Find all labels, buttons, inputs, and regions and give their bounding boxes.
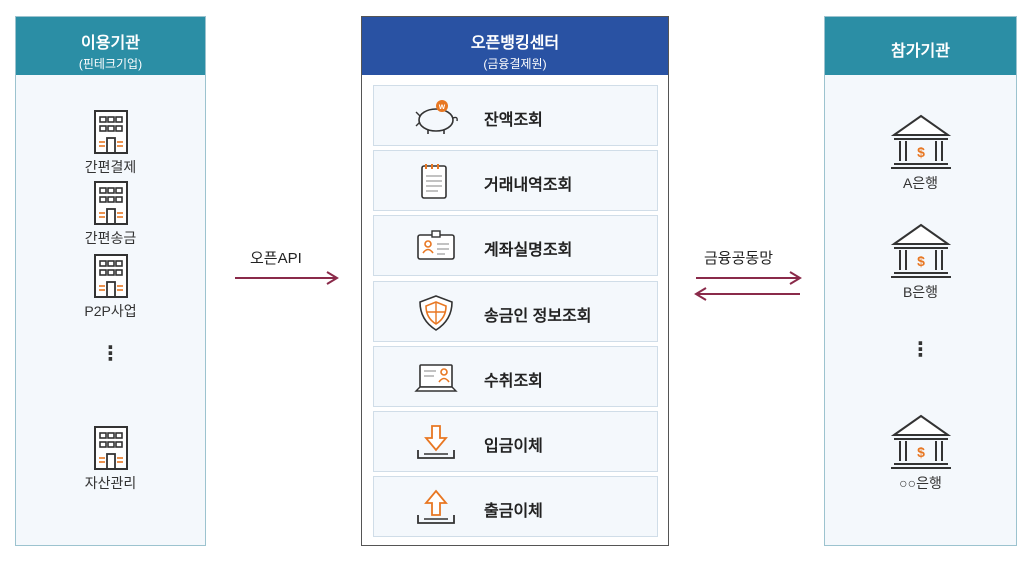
user-institutions-header: 이용기관 (핀테크기업) <box>16 17 205 75</box>
bank-item-b: $ B은행 <box>825 222 1016 302</box>
svg-text:$: $ <box>917 253 925 269</box>
bank-icon: $ <box>825 222 1016 280</box>
service-account-name-inquiry: 계좌실명조회 <box>373 215 658 276</box>
bank-item-a: $ A은행 <box>825 113 1016 193</box>
open-banking-center-panel: 오픈뱅킹센터 (금융결제원) w 잔액조회 거래내역조회 <box>361 16 669 546</box>
service-label: 송금인 정보조회 <box>484 308 592 325</box>
institution-label: 간편결제 <box>84 159 137 175</box>
user-institutions-panel: 이용기관 (핀테크기업) 간편결제 <box>15 16 206 546</box>
service-transaction-history: 거래내역조회 <box>373 150 658 211</box>
participating-institutions-title: 참가기관 <box>891 43 950 60</box>
id-card-icon <box>414 228 460 266</box>
service-label: 잔액조회 <box>484 112 543 129</box>
open-banking-center-title: 오픈뱅킹센터 <box>470 35 560 52</box>
financial-network-arrows <box>694 271 802 301</box>
user-institutions-subtitle: (핀테크기업) <box>78 57 143 71</box>
bank-label: B은행 <box>902 284 939 300</box>
institution-label: 간편송금 <box>84 230 137 246</box>
user-institutions-title: 이용기관 <box>81 35 140 52</box>
open-api-arrow <box>235 271 339 285</box>
institution-label: P2P사업 <box>84 303 137 319</box>
open-api-label: 오픈API <box>250 250 302 267</box>
service-deposit-transfer: 입금이체 <box>373 411 658 472</box>
institution-item-asset-mgmt: 자산관리 <box>16 425 205 493</box>
service-withdraw-transfer: 출금이체 <box>373 476 658 537</box>
institution-item-easy-remit: 간편송금 <box>16 180 205 248</box>
financial-network-label: 금융공동망 <box>704 250 774 267</box>
service-recipient-inquiry: 수취조회 <box>373 346 658 407</box>
participating-institutions-panel: 참가기관 $ A은행 $ B은행 ⋮ <box>824 16 1017 546</box>
more-banks-ellipsis: ⋮ <box>910 339 931 361</box>
service-label: 계좌실명조회 <box>484 242 573 259</box>
open-banking-center-header: 오픈뱅킹센터 (금융결제원) <box>362 17 668 75</box>
svg-text:w: w <box>438 102 446 111</box>
more-institutions-ellipsis: ⋮ <box>100 343 121 365</box>
deposit-arrow-icon <box>414 424 460 462</box>
institution-item-p2p: P2P사업 <box>16 253 205 321</box>
institution-item-easy-pay: 간편결제 <box>16 109 205 177</box>
svg-text:$: $ <box>917 444 925 460</box>
piggy-bank-icon: w <box>414 98 460 136</box>
building-icon <box>16 425 205 471</box>
withdraw-arrow-icon <box>414 489 460 527</box>
service-label: 출금이체 <box>484 503 543 520</box>
building-icon <box>16 180 205 226</box>
laptop-user-icon <box>414 359 460 397</box>
shield-icon <box>414 294 460 332</box>
service-label: 수취조회 <box>484 373 543 390</box>
bank-label: ○○은행 <box>899 475 942 491</box>
service-label: 거래내역조회 <box>484 177 573 194</box>
service-label: 입금이체 <box>484 438 543 455</box>
institution-label: 자산관리 <box>84 475 137 491</box>
service-sender-info-inquiry: 송금인 정보조회 <box>373 281 658 342</box>
svg-text:$: $ <box>917 144 925 160</box>
participating-institutions-header: 참가기관 <box>825 17 1016 75</box>
bank-label: A은행 <box>902 175 939 191</box>
bank-item-other: $ ○○은행 <box>825 413 1016 493</box>
service-balance-inquiry: w 잔액조회 <box>373 85 658 146</box>
bank-icon: $ <box>825 113 1016 171</box>
open-banking-center-subtitle: (금융결제원) <box>483 57 547 71</box>
building-icon <box>16 253 205 299</box>
notepad-icon <box>414 163 460 201</box>
bank-icon: $ <box>825 413 1016 471</box>
building-icon <box>16 109 205 155</box>
